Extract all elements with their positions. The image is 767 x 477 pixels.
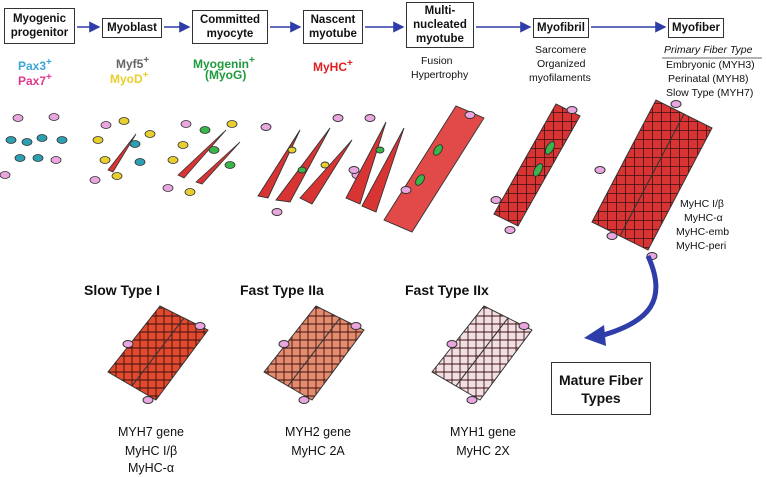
fiber-fast-type-iix xyxy=(431,305,533,404)
marker-pax3: Pax3+ xyxy=(18,57,52,73)
note-fusion: Fusion xyxy=(421,55,453,67)
note-hypertrophy: Hypertrophy xyxy=(411,69,469,81)
stage-myofiber: Myofiber xyxy=(668,18,724,38)
note-organized: Organized xyxy=(537,58,586,70)
marker-myogenin: Myogenin+ xyxy=(193,55,255,71)
stage-multinucleated-myotube: Multi- nucleated myotube xyxy=(406,2,474,48)
curved-arrow xyxy=(584,254,659,346)
myoblast-cells xyxy=(89,117,156,184)
primary-fiber-title: Primary Fiber Type xyxy=(664,44,753,56)
marker-myf5: Myf5+ xyxy=(116,55,150,71)
fiber-fast-iia-gene: MYH2 gene MyHC 2A xyxy=(284,425,351,458)
fiber-fast-iix-gene: MYH1 gene MyHC 2X xyxy=(449,425,516,458)
note-sarcomere: Sarcomere xyxy=(535,44,587,56)
nascent-myotubes xyxy=(257,114,363,216)
primary-fiber-2: Perinatal (MYH8) xyxy=(668,73,749,85)
stage-committed-myocyte: Committed myocyte xyxy=(192,10,268,44)
marker-myod: MyoD+ xyxy=(110,70,149,86)
fiber-slow-type-i xyxy=(107,305,209,404)
myofiber xyxy=(591,99,713,260)
stage-label: Myofiber xyxy=(672,22,720,34)
stage-label: Myogenic progenitor xyxy=(10,13,69,39)
fiber-fast-type-iia xyxy=(263,305,365,404)
marker-pax7: Pax7+ xyxy=(18,72,52,88)
isoform-4: MyHC-peri xyxy=(676,240,727,252)
stage-nascent-myotube: Nascent myotube xyxy=(303,10,363,44)
stage-myoblast: Myoblast xyxy=(102,18,162,38)
fiber-title-slow-i: Slow Type I xyxy=(84,282,160,298)
stage-label: Myoblast xyxy=(107,22,157,34)
primary-fiber-1: Embryonic (MYH3) xyxy=(666,59,755,71)
fiber-title-fast-iix: Fast Type IIx xyxy=(405,282,489,298)
stage-label: Multi- nucleated myotube xyxy=(413,5,467,45)
marker-myog: (MyoG) xyxy=(205,68,247,82)
note-myofilaments: myofilaments xyxy=(529,72,591,84)
progenitor-cells xyxy=(0,113,68,179)
marker-myhc: MyHC+ xyxy=(313,58,353,74)
mature-fiber-types-box: Mature Fiber Types xyxy=(551,362,651,415)
stage-myofibril: Myofibril xyxy=(533,18,589,38)
multinucleated-myotubes xyxy=(345,105,485,233)
stage-myogenic-progenitor: Myogenic progenitor xyxy=(4,8,75,44)
stage-label: Nascent myotube xyxy=(309,14,357,40)
stage-label: Myofibril xyxy=(537,22,585,34)
isoform-2: MyHC-α xyxy=(684,212,723,224)
stage-label: Committed myocyte xyxy=(199,14,261,40)
fiber-slow-i-gene: MYH7 gene MyHC I/β MyHC-α xyxy=(117,425,184,475)
isoform-3: MyHC-emb xyxy=(676,226,730,238)
myofibril xyxy=(490,103,581,234)
fiber-title-fast-iia: Fast Type IIa xyxy=(240,282,324,298)
primary-fiber-3: Slow Type (MYH7) xyxy=(666,87,754,99)
myocyte-cells xyxy=(162,120,241,196)
isoform-1: MyHC I/β xyxy=(680,198,724,210)
